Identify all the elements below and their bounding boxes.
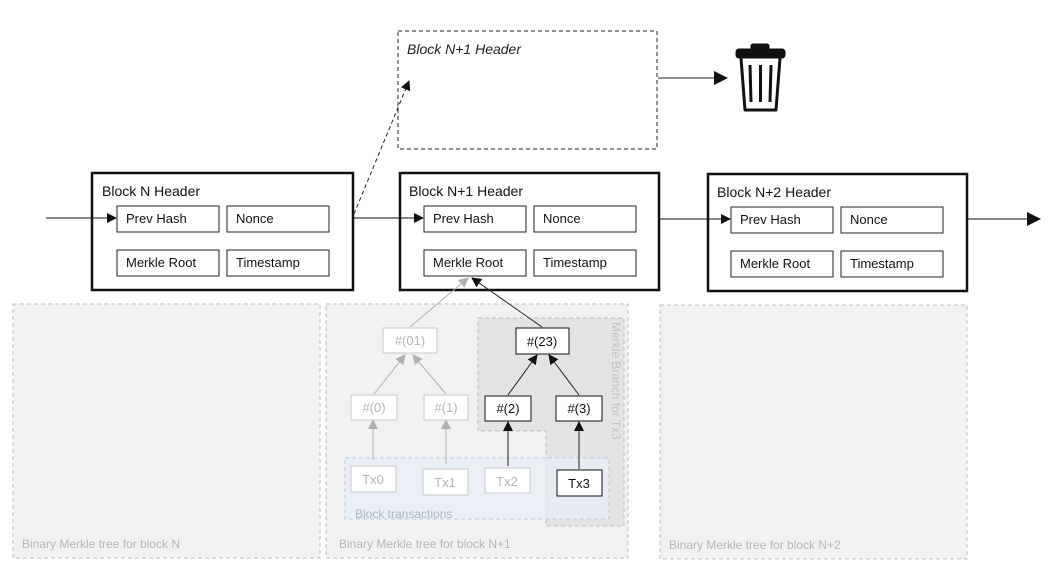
merkle-node-tx2-label: Tx2: [496, 474, 518, 489]
merkle-root-field: [730, 250, 834, 278]
nonce-field: [226, 205, 330, 233]
merkle-node-h23: #(23): [515, 327, 570, 355]
merkle-root-label: Merkle Root: [126, 255, 196, 270]
tree-label-n1: Binary Merkle tree for block N+1: [339, 537, 511, 551]
merkle-root-label: Merkle Root: [433, 255, 503, 270]
nonce-label: Nonce: [543, 211, 581, 226]
block-n1-title: Block N+1 Header: [409, 183, 523, 199]
edge-h0-h01: [373, 354, 406, 395]
tree-label-n: Binary Merkle tree for block N: [22, 537, 180, 551]
block-n-header: Block N Header Prev Hash Nonce Merkle Ro…: [90, 171, 355, 292]
nonce-field: [533, 205, 637, 233]
block-transactions-label: Block transactions: [355, 507, 452, 521]
nonce-label: Nonce: [236, 211, 274, 226]
nonce-label: Nonce: [850, 212, 888, 227]
edge-h2-h23: [507, 354, 538, 396]
merkle-node-h0: #(0): [350, 394, 398, 421]
merkle-faded-edges: [368, 277, 469, 464]
prev-hash-label: Prev Hash: [126, 211, 187, 226]
merkle-root-label: Merkle Root: [740, 256, 810, 271]
merkle-branch-edges: [471, 277, 584, 469]
block-n1-header: Block N+1 Header Prev Hash Nonce Merkle …: [398, 171, 661, 292]
block-n2-title: Block N+2 Header: [717, 184, 831, 200]
block-n-title: Block N Header: [102, 183, 200, 199]
prev-hash-field: [116, 205, 220, 233]
merkle-node-h2: #(2): [484, 395, 532, 422]
merkle-node-h1: #(1): [423, 394, 469, 421]
trash-icon: [735, 43, 786, 112]
merkle-tree-panel-n: Binary Merkle tree for block N: [12, 303, 321, 559]
edge-h1-h01: [412, 354, 447, 395]
prev-hash-field: [423, 205, 527, 233]
timestamp-label: Timestamp: [543, 255, 607, 270]
merkle-node-tx0: Tx0: [350, 465, 397, 493]
orphan-header-title: Block N+1 Header: [407, 41, 522, 57]
merkle-node-tx1-label: Tx1: [434, 475, 456, 490]
merkle-node-h01-label: #(01): [395, 333, 425, 348]
merkle-node-tx3: Tx3: [556, 469, 603, 497]
block-n2-header: Block N+2 Header Prev Hash Nonce Merkle …: [706, 172, 969, 293]
timestamp-label: Timestamp: [236, 255, 300, 270]
timestamp-field: [533, 249, 637, 277]
merkle-branch-label: Merkle Branch for Tx3: [609, 322, 623, 440]
prev-hash-field: [730, 206, 834, 234]
tree-label-n2: Binary Merkle tree for block N+2: [669, 538, 841, 552]
merkle-node-h1-label: #(1): [434, 400, 457, 415]
merkle-tree-panel-n2: Binary Merkle tree for block N+2: [659, 304, 968, 560]
merkle-node-tx2: Tx2: [484, 467, 531, 494]
edge-h01-root: [409, 277, 469, 328]
prev-hash-label: Prev Hash: [433, 211, 494, 226]
merkle-node-h01: #(01): [382, 327, 438, 354]
merkle-node-h2-label: #(2): [496, 401, 519, 416]
prev-hash-label: Prev Hash: [740, 212, 801, 227]
merkle-node-tx0-label: Tx0: [362, 472, 384, 487]
merkle-node-h23-label: #(23): [527, 334, 557, 349]
merkle-root-field: [423, 249, 527, 277]
orphan-block-header: Block N+1 Header: [397, 30, 658, 150]
timestamp-label: Timestamp: [850, 256, 914, 271]
merkle-node-tx3-label: Tx3: [568, 476, 590, 491]
merkle-root-field: [116, 249, 220, 277]
timestamp-field: [840, 250, 944, 278]
merkle-node-tx1: Tx1: [422, 468, 469, 496]
orphan-link-arrow: [353, 80, 411, 215]
merkle-node-h3: #(3): [555, 395, 603, 422]
timestamp-field: [226, 249, 330, 277]
merkle-node-h3-label: #(3): [567, 401, 590, 416]
nonce-field: [840, 206, 944, 234]
edge-h23-root: [471, 277, 543, 328]
merkle-node-h0-label: #(0): [362, 400, 385, 415]
edge-h3-h23: [548, 354, 580, 396]
